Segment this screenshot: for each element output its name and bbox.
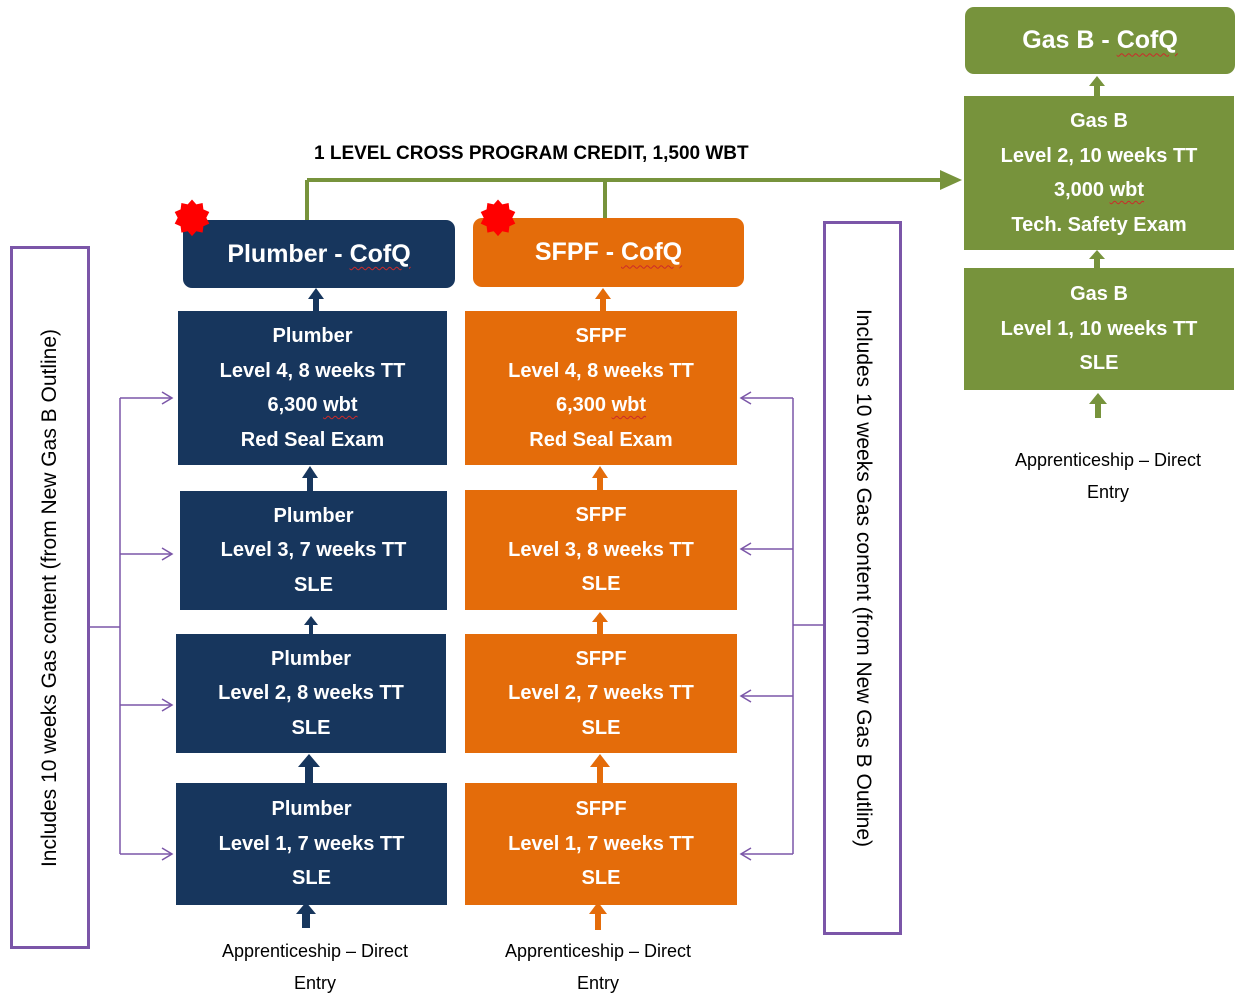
up-arrow-icon	[304, 616, 318, 634]
plumber-up-arrows	[296, 288, 324, 928]
plumber-cofq-box: Plumber - CofQ	[183, 220, 455, 288]
right-bracket-connector	[739, 391, 823, 861]
level-hours: 6,300 wbt	[267, 394, 358, 416]
level-hours: 3,000 wbt	[1053, 179, 1145, 201]
level-duration: Level 1, 10 weeks TT	[1000, 317, 1198, 340]
level-title: Plumber	[272, 325, 353, 347]
right-side-note-box: Includes 10 weeks Gas content (from New …	[823, 221, 902, 935]
level-duration: Level 2, 7 weeks TT	[508, 682, 694, 705]
left-side-note-box: Includes 10 weeks Gas content (from New …	[10, 246, 90, 949]
level-title: Plumber	[273, 504, 354, 527]
level-exam: SLE	[1079, 352, 1119, 375]
up-arrow-icon	[1089, 250, 1105, 268]
sfpf-level-2-box: SFPF Level 2, 7 weeks TT SLE	[465, 634, 737, 753]
up-arrow-icon	[1089, 393, 1107, 418]
plumber-entry-caption: Apprenticeship – Direct Entry	[221, 941, 409, 993]
level-exam: Tech. Safety Exam	[1011, 213, 1187, 236]
gas-b-up-arrows	[1089, 76, 1107, 418]
up-arrow-icon	[308, 288, 324, 311]
level-title: SFPF	[575, 647, 627, 670]
cross-credit-label: 1 LEVEL CROSS PROGRAM CREDIT, 1,500 WBT	[314, 143, 749, 164]
level-exam: SLE	[581, 573, 621, 596]
left-bracket-connector	[90, 391, 174, 861]
up-arrow-icon	[592, 612, 608, 634]
level-duration: Level 3, 7 weeks TT	[220, 539, 407, 562]
level-title: SFPF	[575, 798, 627, 821]
up-arrow-icon	[302, 466, 318, 491]
level-exam: SLE	[292, 867, 331, 890]
plumber-level-3-box: Plumber Level 3, 7 weeks TT SLE	[180, 491, 447, 610]
sfpf-level-3-box: SFPF Level 3, 8 weeks TT SLE	[465, 490, 737, 610]
level-title: Plumber	[271, 798, 352, 821]
plumber-level-2-box: Plumber Level 2, 8 weeks TT SLE	[176, 634, 446, 753]
up-arrow-icon	[1089, 76, 1105, 96]
up-arrow-icon	[595, 288, 611, 311]
level-exam: Red Seal Exam	[240, 428, 385, 451]
up-arrow-icon	[590, 754, 610, 783]
level-duration: Level 1, 7 weeks TT	[508, 832, 694, 855]
sfpf-entry-caption: Apprenticeship – Direct Entry	[504, 941, 692, 993]
level-duration: Level 4, 8 weeks TT	[219, 359, 406, 382]
up-arrow-icon	[298, 754, 320, 783]
sfpf-cofq-title: SFPF - CofQ	[534, 238, 683, 267]
plumber-level-4-box: Plumber Level 4, 8 weeks TT 6,300 wbt Re…	[178, 311, 447, 465]
plumber-cofq-title: Plumber - CofQ	[227, 239, 411, 268]
level-title: SFPF	[575, 504, 627, 527]
cross-credit-arrowhead	[940, 170, 962, 190]
level-duration: Level 4, 8 weeks TT	[508, 359, 694, 382]
level-exam: SLE	[294, 573, 333, 596]
level-duration: Level 1, 7 weeks TT	[218, 832, 405, 855]
up-arrow-icon	[592, 466, 608, 490]
gas-b-cofq-title: Gas B - CofQ	[1022, 26, 1178, 55]
gas-b-level-1-box: Gas B Level 1, 10 weeks TT SLE	[964, 268, 1234, 390]
level-duration: Level 2, 8 weeks TT	[218, 682, 404, 705]
gas-b-entry-caption: Apprenticeship – Direct Entry	[1014, 450, 1202, 502]
level-duration: Level 2, 10 weeks TT	[1000, 144, 1198, 167]
plumber-level-1-box: Plumber Level 1, 7 weeks TT SLE	[176, 783, 447, 905]
level-hours: 6,300 wbt	[555, 394, 647, 416]
level-duration: Level 3, 8 weeks TT	[508, 538, 694, 561]
level-exam: Red Seal Exam	[529, 428, 673, 451]
sfpf-up-arrows	[589, 288, 611, 930]
gas-b-level-2-box: Gas B Level 2, 10 weeks TT 3,000 wbt Tec…	[964, 96, 1234, 250]
left-side-note: Includes 10 weeks Gas content (from New …	[38, 328, 61, 867]
up-arrow-icon	[589, 902, 607, 930]
right-side-note: Includes 10 weeks Gas content (from New …	[851, 308, 875, 848]
up-arrow-icon	[296, 902, 316, 928]
level-title: Gas B	[1070, 283, 1128, 306]
cross-credit-connector	[305, 178, 942, 220]
sfpf-level-1-box: SFPF Level 1, 7 weeks TT SLE	[465, 783, 737, 905]
level-exam: SLE	[581, 716, 621, 739]
level-exam: SLE	[291, 716, 331, 739]
level-exam: SLE	[581, 867, 621, 890]
level-title: SFPF	[575, 325, 627, 347]
sfpf-cofq-box: SFPF - CofQ	[473, 218, 744, 287]
level-title: Gas B	[1070, 110, 1128, 132]
level-title: Plumber	[270, 647, 352, 670]
gas-b-cofq-box: Gas B - CofQ	[965, 7, 1235, 74]
sfpf-level-4-box: SFPF Level 4, 8 weeks TT 6,300 wbt Red S…	[465, 311, 737, 465]
